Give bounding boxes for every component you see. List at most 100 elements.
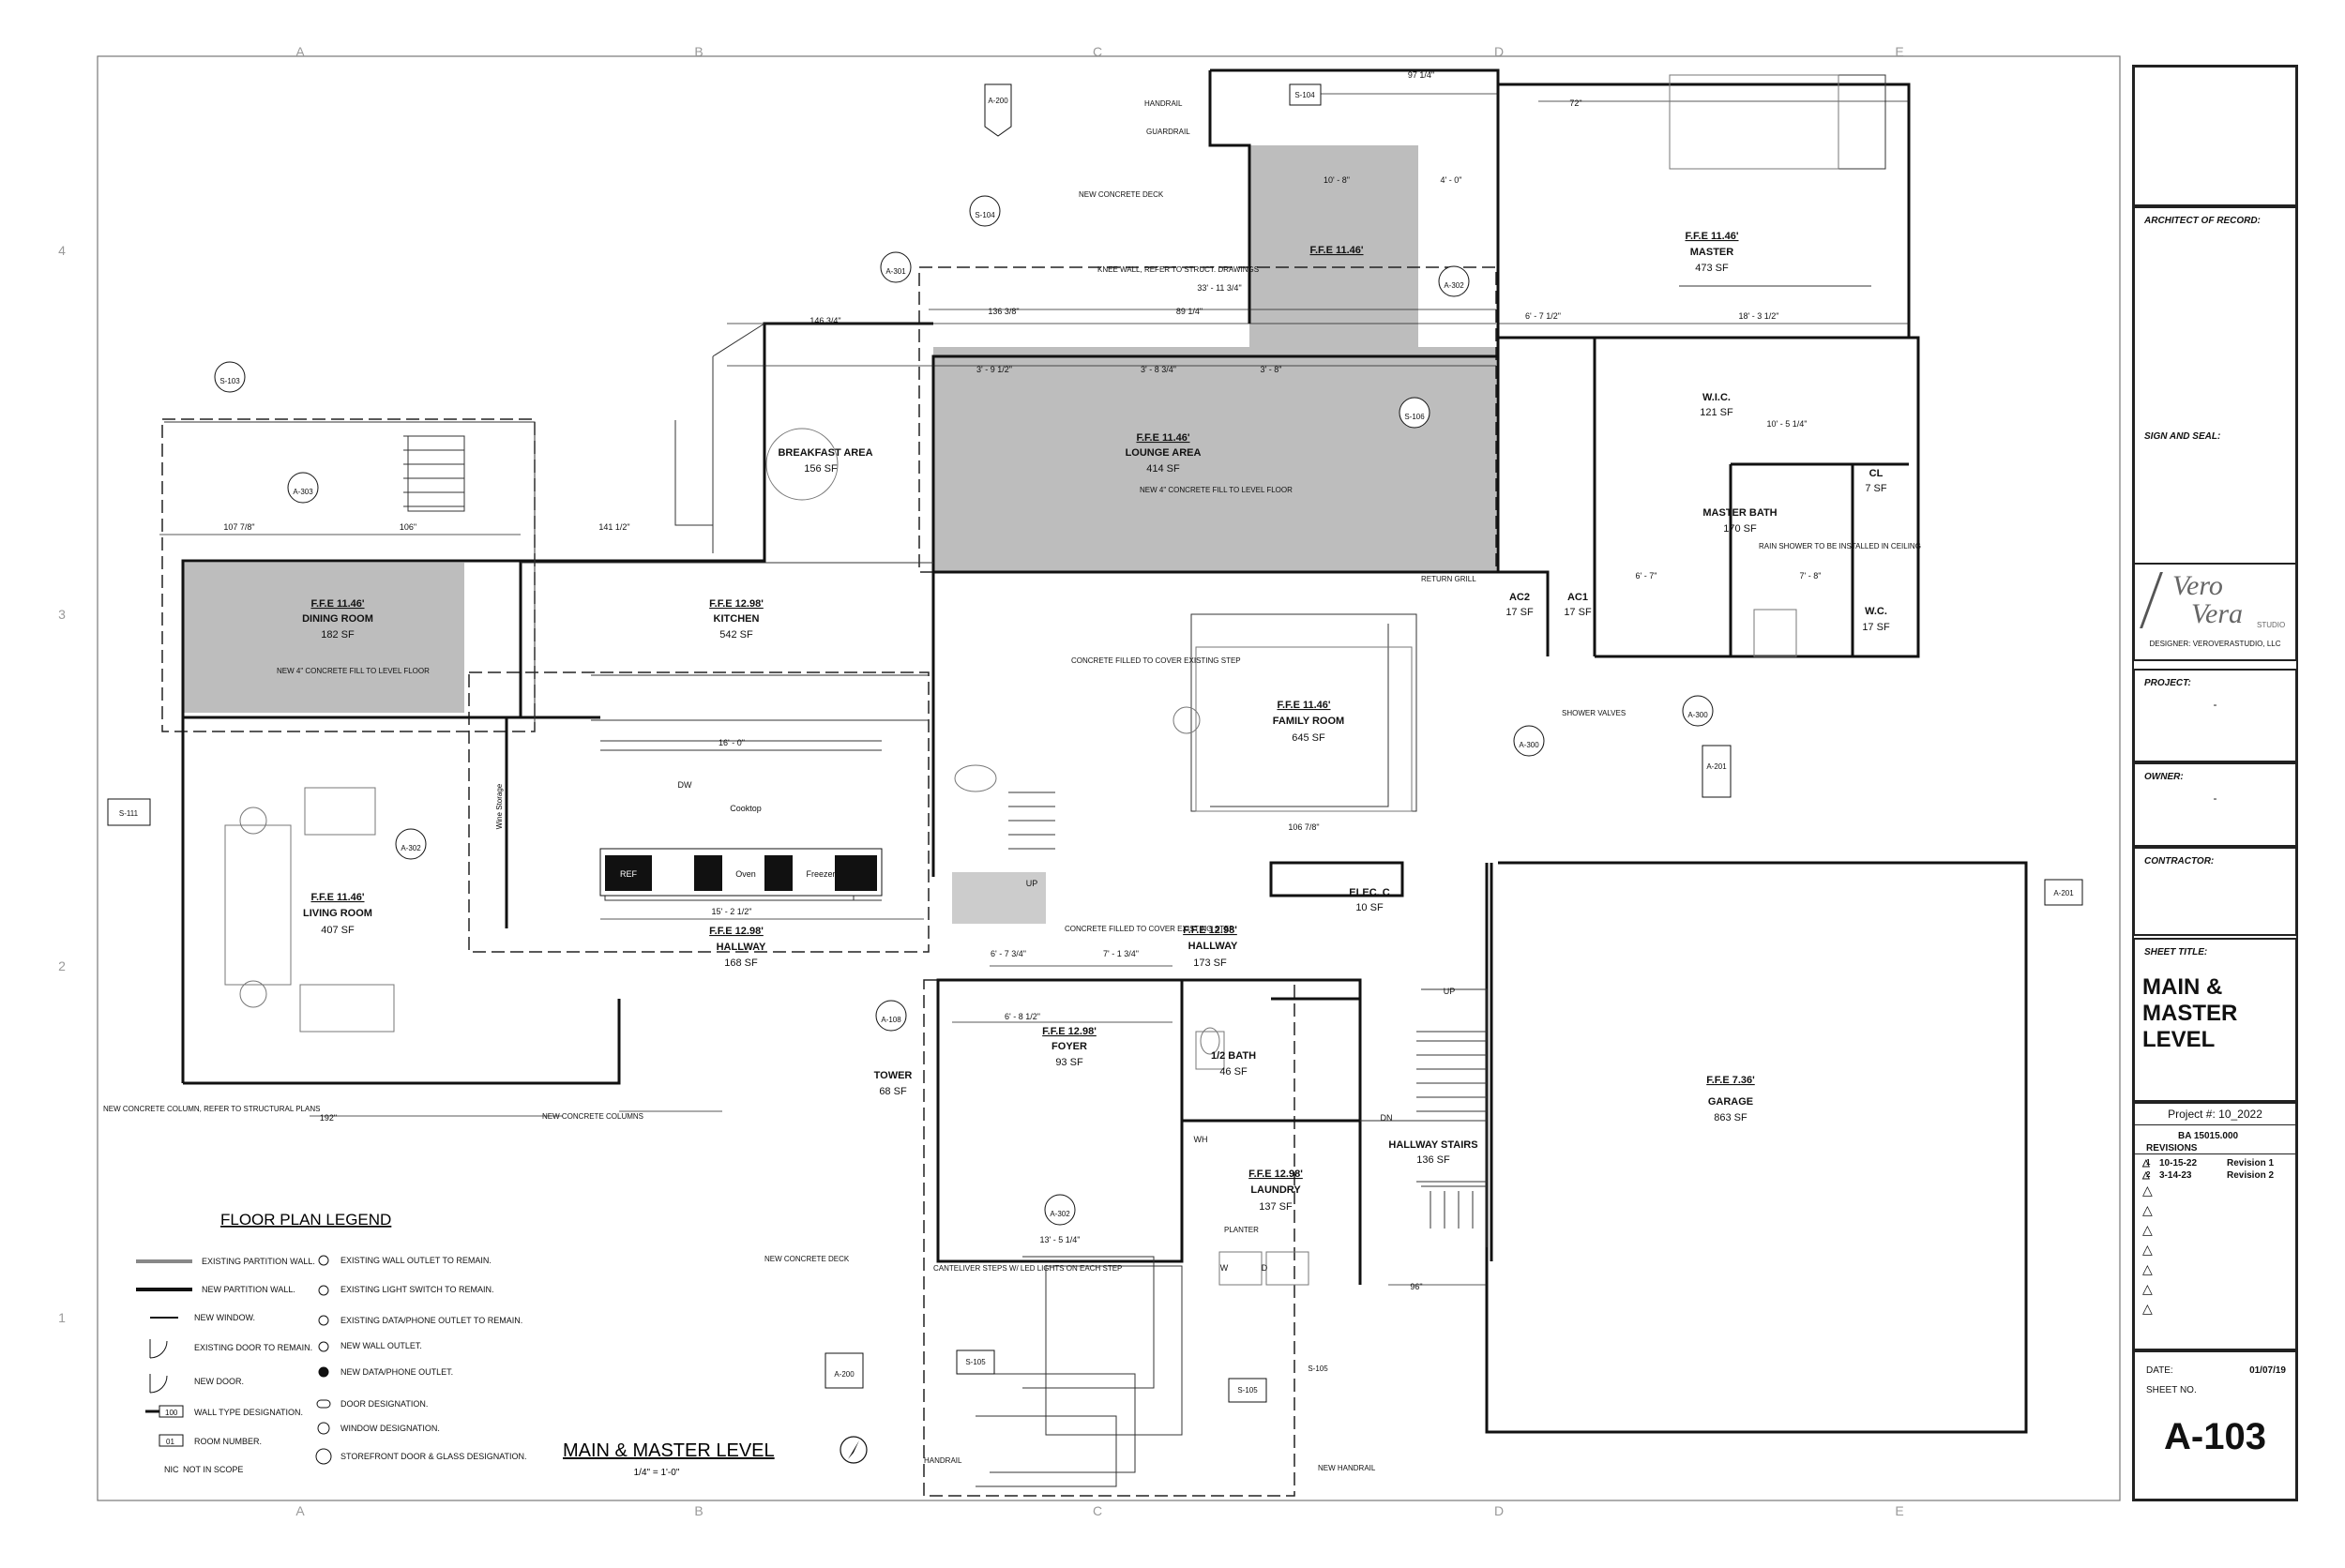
room-area: 93 SF [1055,1057,1083,1068]
grid-col-label: A [295,44,305,59]
room-name: LOUNGE AREA [1126,447,1202,459]
dim-text: 16' - 0" [719,738,745,747]
note-canteliver: CANTELIVER STEPS W/ LED LIGHTS ON EACH S… [933,1264,1122,1273]
note-conc-step2: CONCRETE FILLED TO COVER EXISTING STEP [1065,925,1234,933]
project-number: Project #: 10_2022 [2135,1104,2295,1125]
grid-row-label: 2 [58,958,66,973]
sheet-title: MAIN & MASTER LEVEL [2142,974,2238,1052]
dim-text: 106" [400,522,416,532]
room-name: FAMILY ROOM [1273,716,1344,727]
kitchen-labels: DW Cooktop UP UP DN WH W D [678,780,1456,1273]
note-new-deck: NEW CONCRETE DECK [1079,190,1164,199]
room-ffe: F.F.E 12.98' [1183,925,1237,936]
dim-text: 89 1/4" [1176,307,1203,316]
dim-text: 3' - 8 3/4" [1141,365,1176,374]
legend-item: NOT IN SCOPE [183,1465,243,1474]
note-handrail: HANDRAIL [1144,99,1183,108]
room-area: 863 SF [1714,1112,1747,1123]
grid-col-label: D [1494,44,1504,59]
annotation-notes: HANDRAIL GUARDRAIL NEW CONCRETE DECK KNE… [103,99,1921,1472]
legend-wall-tag: 100 [165,1409,178,1417]
revision-desc: Revision 2 [2227,1170,2275,1181]
tag-label: A-301 [885,267,906,276]
dn-label: DN [1381,1113,1393,1123]
note-planter: PLANTER [1224,1226,1259,1234]
thin-lines [164,74,1886,1487]
legend-item: NEW PARTITION WALL. [202,1285,295,1294]
sink [954,764,997,792]
dimension-texts: 97 1/4" 10' - 8" 4' - 0" 136 3/8" 89 1/4… [223,70,1821,1291]
ref-label: REF [620,869,638,879]
titleblock-top [2133,66,2297,206]
dim-text: 141 1/2" [598,522,629,532]
dim-text: 4' - 0" [1441,175,1462,185]
grid-col-label: B [694,44,703,59]
tag-label: A-200 [834,1370,855,1379]
section-tags [107,83,2083,1403]
legend-symbols [136,1255,332,1465]
dining-shading [183,563,464,713]
room-area: 10 SF [1355,902,1384,913]
tag-label: A-302 [1050,1210,1070,1218]
dimension-lines [159,93,1909,1286]
revisions-label: REVISIONS [2135,1141,2295,1154]
room-ffe: F.F.E 7.36' [1706,1075,1755,1086]
legend-title: FLOOR PLAN LEGEND [220,1211,391,1229]
room-name: HALLWAY [1188,941,1238,952]
dim-text: 33' - 11 3/4" [1197,283,1241,293]
room-area: 137 SF [1259,1201,1293,1213]
tag-label: S-111 [119,809,139,818]
grid-col-label: C [1093,1503,1102,1518]
room-ffe: F.F.E 11.46' [1136,432,1189,444]
room-name: CL [1869,468,1884,479]
titleblock-contractor: CONTRACTOR: [2133,847,2297,936]
tag-label: S-106 [1404,413,1425,421]
legend-item-r: NEW WALL OUTLET. [340,1341,422,1350]
blank-revision-icons: △△△△△△△ [2142,1183,2153,1316]
dim-text: 6' - 7 3/4" [991,949,1026,958]
tag-label: A-201 [1706,762,1727,771]
washer-label: W [1220,1263,1229,1273]
tag-label: A-300 [1519,741,1539,749]
room-ffe: F.F.E 11.46' [310,892,364,903]
grid-col-label: A [295,1503,305,1518]
dim-text: 7' - 8" [1800,571,1822,580]
drawing-scale: 1/4" = 1'-0" [634,1468,680,1478]
room-area: 17 SF [1862,622,1890,633]
titleblock-logo: Vero Vera STUDIO DESIGNER: VEROVERASTUDI… [2133,563,2297,661]
room-area: 473 SF [1695,263,1729,274]
room-area: 168 SF [724,957,758,969]
up-label: UP [1444,987,1456,996]
appliance-labels: REF Oven Freezer [620,869,836,879]
deck-shading [1249,145,1418,347]
legend-item: NEW DOOR. [194,1377,244,1386]
section-tag-labels: A-200 S-104 S-104 A-301 A-302 S-103 A-30… [119,91,2074,1395]
dim-text: 106 7/8" [1288,822,1319,832]
room-name: ELEC. C [1349,887,1389,898]
note-new-handrail: NEW HANDRAIL [1318,1464,1376,1472]
room-area: 46 SF [1219,1066,1248,1078]
dim-text: 3' - 9 1/2" [976,365,1012,374]
room-area: 136 SF [1416,1154,1450,1166]
room-area: 17 SF [1505,607,1534,618]
tag-label: A-302 [401,844,421,852]
dim-text: 6' - 7 1/2" [1525,311,1561,321]
note-shower-valves: SHOWER VALVES [1562,709,1626,717]
room-area: 173 SF [1193,957,1227,969]
room-area: 7 SF [1865,483,1887,494]
legend-item: EXISTING DOOR TO REMAIN. [194,1343,312,1352]
project-value: - [2213,698,2217,711]
dim-text: 107 7/8" [223,522,254,532]
room-name: TOWER [874,1070,913,1081]
room-area: 170 SF [1723,523,1757,535]
room-name: HALLWAY STAIRS [1388,1139,1477,1151]
grid-col-label: B [694,1503,703,1518]
legend-nic: NIC [164,1465,179,1474]
dim-text: 192" [320,1113,337,1123]
room-name: AC1 [1567,592,1588,603]
date-label: DATE: [2146,1365,2173,1376]
titleblock-architect: ARCHITECT OF RECORD: SIGN AND SEAL: [2133,206,2297,619]
room-name: GARAGE [1708,1096,1753,1108]
dim-text: 136 3/8" [988,307,1019,316]
room-ffe: F.F.E 11.46' [1685,231,1738,242]
